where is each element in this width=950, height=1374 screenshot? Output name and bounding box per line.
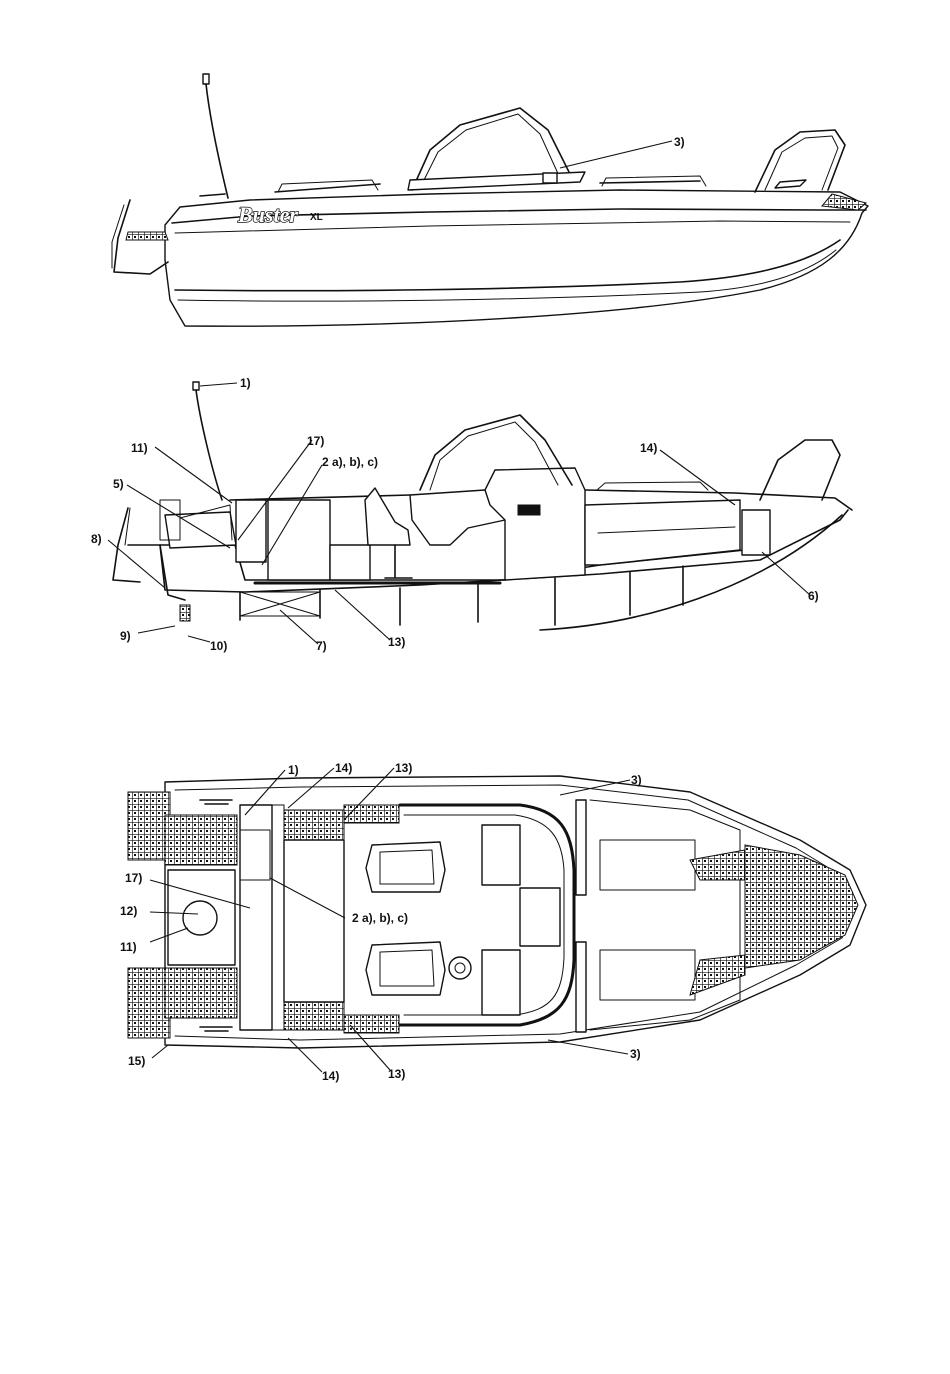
antenna-mast xyxy=(206,84,228,198)
callout-5: 5) xyxy=(113,477,124,491)
console-main xyxy=(485,468,585,580)
antenna-tip-section xyxy=(193,382,199,390)
bow-cleat xyxy=(775,180,806,188)
callout-top-11: 11) xyxy=(120,940,137,954)
fore-grab-rail xyxy=(597,482,708,490)
door-top xyxy=(576,800,586,895)
callout-11: 11) xyxy=(131,441,148,455)
callout-top-15: 15) xyxy=(128,1054,145,1068)
callout-1: 1) xyxy=(240,376,251,390)
callout-top-1: 1) xyxy=(288,763,299,777)
callout-top-13b: 13) xyxy=(388,1067,405,1081)
cockpit-grid-tr xyxy=(344,805,399,823)
callout-13: 13) xyxy=(388,635,405,649)
stringer-cross xyxy=(240,592,320,616)
console-hatch xyxy=(518,505,540,515)
callout-top-14a: 14) xyxy=(335,761,352,775)
callout-10: 10) xyxy=(210,639,227,653)
callout-top-14b: 14) xyxy=(322,1069,339,1083)
callout-14: 14) xyxy=(640,441,657,455)
callout-top-3a: 3) xyxy=(631,773,642,787)
callout-top-17: 17) xyxy=(125,871,142,885)
walkthrough xyxy=(520,888,560,946)
model-mark: XL xyxy=(310,212,323,223)
brand-logo: Buster xyxy=(237,202,298,227)
cockpit-grid-br xyxy=(344,1015,399,1033)
top-view: 1) 14) 13) 3) 17) 12) 11) 2 a), b), c) 1… xyxy=(120,761,866,1083)
bow-rail-section xyxy=(760,440,840,500)
console-top-port xyxy=(482,950,520,1015)
fuel-cap xyxy=(183,901,217,935)
callout-2abc: 2 a), b), c) xyxy=(322,455,378,469)
windshield-hinge xyxy=(543,173,557,183)
passenger-seat xyxy=(365,488,410,545)
antenna-mast-section xyxy=(196,390,222,500)
callout-windshield: 3) xyxy=(674,135,685,149)
drain-plug xyxy=(180,605,190,621)
aft-locker xyxy=(236,500,266,562)
steering-wheel xyxy=(449,957,471,979)
seat-pedestal xyxy=(385,545,412,578)
stern-platform-top xyxy=(128,792,170,860)
callout-8: 8) xyxy=(91,532,102,546)
antenna-tip xyxy=(203,74,209,84)
aft-deck-grid-top xyxy=(165,815,237,865)
stern-grid xyxy=(126,232,168,240)
callout-top-13a: 13) xyxy=(395,761,412,775)
aft-deck-grid-bottom xyxy=(165,968,237,1018)
side-view: Buster XL 3) xyxy=(112,74,868,326)
section-view: 1) 17) 2 a), b), c) 11) 5) 8) 9) 10) 7) … xyxy=(91,376,852,653)
step-box xyxy=(330,545,370,580)
callout-6: 6) xyxy=(808,589,819,603)
cockpit-grid-tl xyxy=(284,810,344,840)
stern-platform-bottom xyxy=(128,968,170,1038)
windshield-leader xyxy=(560,141,672,168)
anchor-locker xyxy=(742,510,770,555)
rear-bench-top xyxy=(240,805,272,1030)
callout-top-2abc: 2 a), b), c) xyxy=(352,911,408,925)
callout-9: 9) xyxy=(120,629,131,643)
windshield-base xyxy=(408,172,585,190)
console-top-starboard xyxy=(482,825,520,885)
door-bottom xyxy=(576,942,586,1032)
callout-top-12: 12) xyxy=(120,904,137,918)
cockpit-floor-top xyxy=(284,840,344,1002)
cockpit-grid-bl xyxy=(284,1002,344,1030)
callout-17: 17) xyxy=(307,434,324,448)
callout-top-3b: 3) xyxy=(630,1047,641,1061)
callout-7: 7) xyxy=(316,639,327,653)
transom xyxy=(160,545,185,600)
